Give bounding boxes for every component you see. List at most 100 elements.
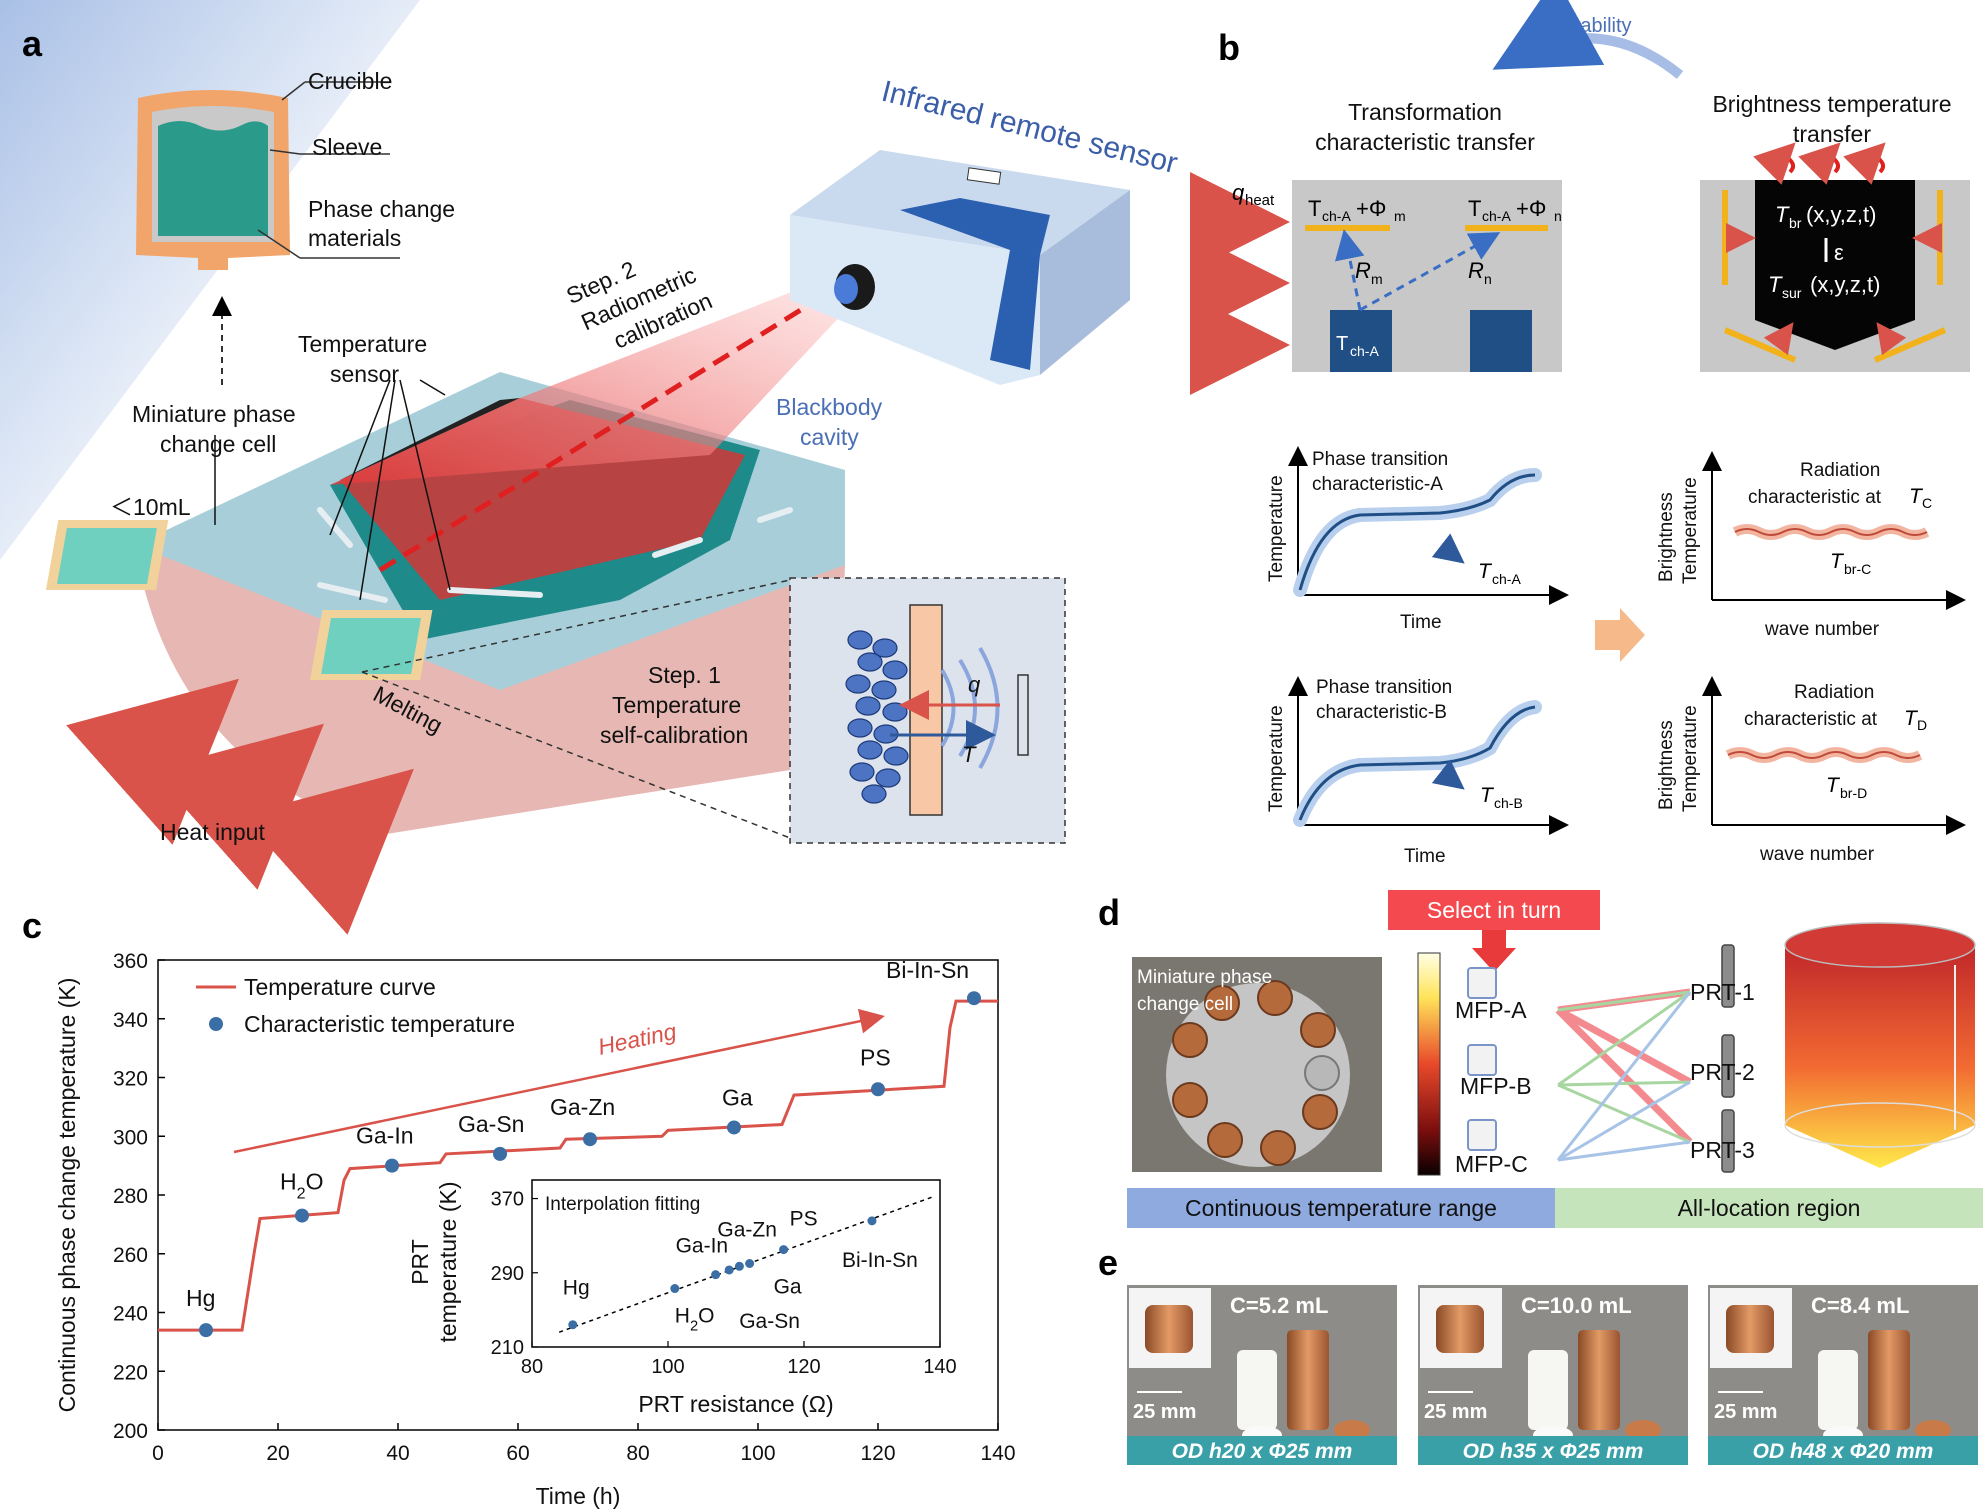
inset-x-label: PRT resistance (Ω) <box>638 1391 833 1417</box>
tct-title-1: Transformation <box>1348 99 1502 125</box>
panel-label-e: e <box>1098 1242 1118 1283</box>
mini-cell-label-1: Miniature phase <box>132 401 296 427</box>
cell-crucible <box>1868 1330 1910 1430</box>
chart-rad-C: Radiation characteristic at T C T br-C B… <box>1656 451 1966 640</box>
continuous-bar <box>1127 1188 1555 1228</box>
radC-title-1: Radiation <box>1800 460 1880 481</box>
cylinder-region <box>1784 922 1976 1168</box>
radD-ylabel-1: Brightness <box>1656 720 1677 810</box>
point-label: Ga <box>722 1084 753 1110</box>
temp-sensor-label-2: sensor <box>330 361 399 387</box>
panel-b: b Traceability Transformation characteri… <box>1190 0 1970 867</box>
inset-y-label-2: temperature (K) <box>435 1181 461 1342</box>
radC-Tbr-sub: br-C <box>1844 561 1871 577</box>
tcha-n-n: n <box>1554 208 1562 224</box>
point-label: Ga-In <box>356 1123 414 1149</box>
tsur-xyzt: (x,y,z,t) <box>1810 272 1880 297</box>
inset-point-label: PS <box>790 1208 818 1231</box>
photo-label-1: Miniature phase <box>1137 967 1272 988</box>
radC-T: T <box>1909 485 1924 508</box>
tcha-m-T: T <box>1308 196 1321 221</box>
select-label: Select in turn <box>1427 897 1561 923</box>
radD-Tbr: T <box>1826 774 1841 797</box>
x-tick-label: 60 <box>506 1442 529 1465</box>
inset-point-label: Ga-Zn <box>717 1218 777 1241</box>
cell-cap-thumb <box>1726 1305 1774 1353</box>
panel-a: a Crucible Sleeve Phase change materials <box>0 0 1181 935</box>
q-heat-sub: heat <box>1245 192 1275 209</box>
inset-x-tick-label: 140 <box>923 1356 956 1378</box>
inset-point-label: Bi-In-Sn <box>842 1249 918 1272</box>
x-tick-label: 0 <box>152 1442 164 1465</box>
radiation-beam <box>330 275 860 485</box>
chart-rad-D: Radiation characteristic at T D T br-D B… <box>1656 676 1966 865</box>
connection-lines <box>1555 988 1693 1162</box>
panel-label-b: b <box>1218 27 1240 68</box>
emission-arrows <box>1753 142 1886 185</box>
chartB-T: T <box>1480 784 1495 807</box>
mfp-a: MFP-A <box>1455 997 1527 1023</box>
radC-ylabel-1: Brightness <box>1656 492 1677 582</box>
radD-title-1: Radiation <box>1794 682 1874 703</box>
panel-label-a: a <box>22 23 43 64</box>
mfp-b: MFP-B <box>1460 1073 1532 1099</box>
temp-sensor-label-1: Temperature <box>298 331 427 357</box>
characteristic-point <box>727 1120 741 1135</box>
y-tick-label: 200 <box>113 1420 148 1443</box>
inset-point <box>670 1284 680 1294</box>
characteristic-point <box>199 1323 213 1338</box>
point-label: Ga-Zn <box>550 1094 615 1120</box>
y-tick-label: 320 <box>113 1068 148 1091</box>
point-label: H2O <box>280 1169 323 1203</box>
radC-sub: C <box>1922 495 1932 511</box>
x-tick-label: 140 <box>980 1442 1015 1465</box>
cell-capacity: C=10.0 mL <box>1521 1293 1632 1318</box>
cell-sleeve <box>1237 1350 1277 1430</box>
inset-point <box>745 1259 755 1268</box>
panel-d: d Miniature phase change cell Select in … <box>1098 890 1983 1228</box>
cell-od-label: OD h48 x Φ20 mm <box>1753 1440 1934 1463</box>
tcha-n-T: T <box>1468 196 1481 221</box>
cell-lid <box>1915 1420 1951 1440</box>
x-tick-label: 40 <box>386 1442 409 1465</box>
inset-T: T <box>962 742 977 767</box>
radD-ylabel-2: Temperature <box>1680 705 1701 812</box>
step1-label-1: Step. 1 <box>648 662 721 688</box>
y-tick-label: 360 <box>113 950 148 973</box>
heat-input-label: Heat input <box>160 819 265 845</box>
q-heat: q <box>1232 180 1245 205</box>
heating-arrow <box>233 1008 885 1154</box>
chartA-T: T <box>1478 560 1493 583</box>
heating-label: Heating <box>596 1018 679 1060</box>
temperature-curve <box>158 999 998 1332</box>
y-tick-label: 240 <box>113 1303 148 1326</box>
tcha-n-phi: +Φ <box>1516 196 1546 221</box>
mini-cell-label-2: change cell <box>160 431 276 457</box>
tcha-box-T: T <box>1336 333 1348 355</box>
y-tick-label: 280 <box>113 1185 148 1208</box>
radD-T: T <box>1904 707 1919 730</box>
pcm-label-2: materials <box>308 225 401 251</box>
inset-point-label: Ga-Sn <box>739 1310 800 1333</box>
panel-label-d: d <box>1098 892 1120 933</box>
cell-lid <box>1625 1420 1661 1440</box>
beam-axis <box>378 292 827 573</box>
inset-x-tick-label: 100 <box>651 1356 684 1378</box>
y-tick-label: 260 <box>113 1244 148 1267</box>
rm-m: m <box>1371 271 1383 287</box>
cell-od-bar <box>1418 1436 1688 1465</box>
inset-point <box>724 1265 734 1275</box>
heat-arrows <box>66 678 414 935</box>
inset-y-tick-label: 290 <box>491 1263 524 1285</box>
radC-xlabel: wave number <box>1764 619 1880 640</box>
inset-point <box>568 1320 578 1330</box>
